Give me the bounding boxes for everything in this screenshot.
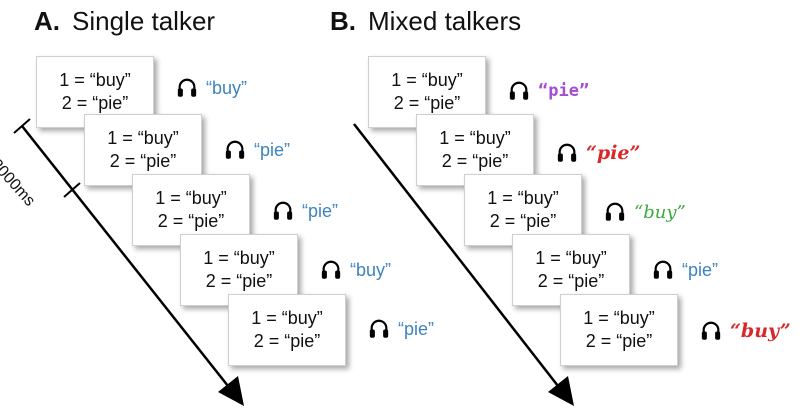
audio-stimulus-b5: “buy” bbox=[700, 320, 791, 342]
panel-a-heading: Single talker bbox=[72, 6, 216, 36]
headphones-icon bbox=[273, 201, 293, 220]
spoken-word: “pie” bbox=[586, 142, 641, 164]
audio-stimulus-b2: “pie” bbox=[556, 142, 640, 164]
spoken-word: “buy” bbox=[206, 77, 248, 98]
trial-card-b5: 1 = “buy” 2 = “pie” bbox=[560, 294, 678, 366]
spoken-word: “buy” bbox=[350, 259, 392, 280]
response-option-1: 1 = “buy” bbox=[203, 248, 275, 268]
response-option-1: 1 = “buy” bbox=[155, 188, 227, 208]
headphones-icon bbox=[653, 260, 673, 279]
panel-b-letter: B. bbox=[330, 6, 356, 36]
headphones-icon bbox=[225, 140, 245, 159]
headphones-icon bbox=[369, 319, 389, 338]
audio-stimulus-b3: “buy” bbox=[604, 201, 686, 223]
panel-a-letter: A. bbox=[34, 6, 60, 36]
response-option-1: 1 = “buy” bbox=[487, 188, 559, 208]
response-option-1: 1 = “buy” bbox=[391, 70, 463, 90]
headphones-icon bbox=[177, 78, 197, 97]
audio-stimulus-b1: “pie” bbox=[508, 80, 589, 102]
trial-card-a5: 1 = “buy” 2 = “pie” bbox=[228, 294, 346, 366]
audio-stimulus-b4: “pie” bbox=[652, 259, 718, 281]
trial-card-b4: 1 = “buy” 2 = “pie” bbox=[512, 234, 630, 306]
response-option-2: 2 = “pie” bbox=[537, 271, 605, 291]
response-option-2: 2 = “pie” bbox=[205, 271, 273, 291]
response-option-2: 2 = “pie” bbox=[157, 211, 225, 231]
response-option-2: 2 = “pie” bbox=[489, 211, 557, 231]
headphones-icon bbox=[701, 321, 721, 340]
panel-a-title: A. Single talker bbox=[34, 6, 215, 37]
response-option-2: 2 = “pie” bbox=[61, 93, 129, 113]
headphones-icon bbox=[605, 202, 625, 221]
timeline-arrow-a bbox=[13, 118, 244, 406]
timeline-arrow-b bbox=[353, 123, 574, 406]
spoken-word: “pie” bbox=[302, 200, 339, 221]
headphones-icon bbox=[509, 81, 529, 100]
spoken-word: “pie” bbox=[254, 139, 291, 160]
response-option-2: 2 = “pie” bbox=[109, 151, 177, 171]
response-option-1: 1 = “buy” bbox=[59, 70, 131, 90]
response-option-2: 2 = “pie” bbox=[393, 93, 461, 113]
panel-b-title: B. Mixed talkers bbox=[330, 6, 521, 37]
audio-stimulus-a1: “buy” bbox=[176, 77, 247, 99]
response-option-2: 2 = “pie” bbox=[253, 331, 321, 351]
response-option-2: 2 = “pie” bbox=[441, 151, 509, 171]
response-option-2: 2 = “pie” bbox=[585, 331, 653, 351]
response-option-1: 1 = “buy” bbox=[251, 308, 323, 328]
audio-stimulus-a5: “pie” bbox=[368, 318, 434, 340]
spoken-word: “pie” bbox=[538, 81, 590, 101]
panel-b-heading: Mixed talkers bbox=[368, 6, 522, 36]
response-option-1: 1 = “buy” bbox=[107, 128, 179, 148]
response-option-1: 1 = “buy” bbox=[439, 128, 511, 148]
spoken-word: “pie” bbox=[398, 318, 435, 339]
spoken-word: “buy” bbox=[730, 320, 791, 342]
spoken-word: “pie” bbox=[682, 259, 719, 280]
audio-stimulus-a2: “pie” bbox=[224, 139, 290, 161]
headphones-icon bbox=[321, 260, 341, 279]
audio-stimulus-a3: “pie” bbox=[272, 200, 338, 222]
headphones-icon bbox=[557, 143, 577, 162]
spoken-word: “buy” bbox=[634, 201, 686, 223]
response-option-1: 1 = “buy” bbox=[535, 248, 607, 268]
response-option-1: 1 = “buy” bbox=[583, 308, 655, 328]
audio-stimulus-a4: “buy” bbox=[320, 259, 391, 281]
trial-card-b2: 1 = “buy” 2 = “pie” bbox=[416, 114, 534, 186]
